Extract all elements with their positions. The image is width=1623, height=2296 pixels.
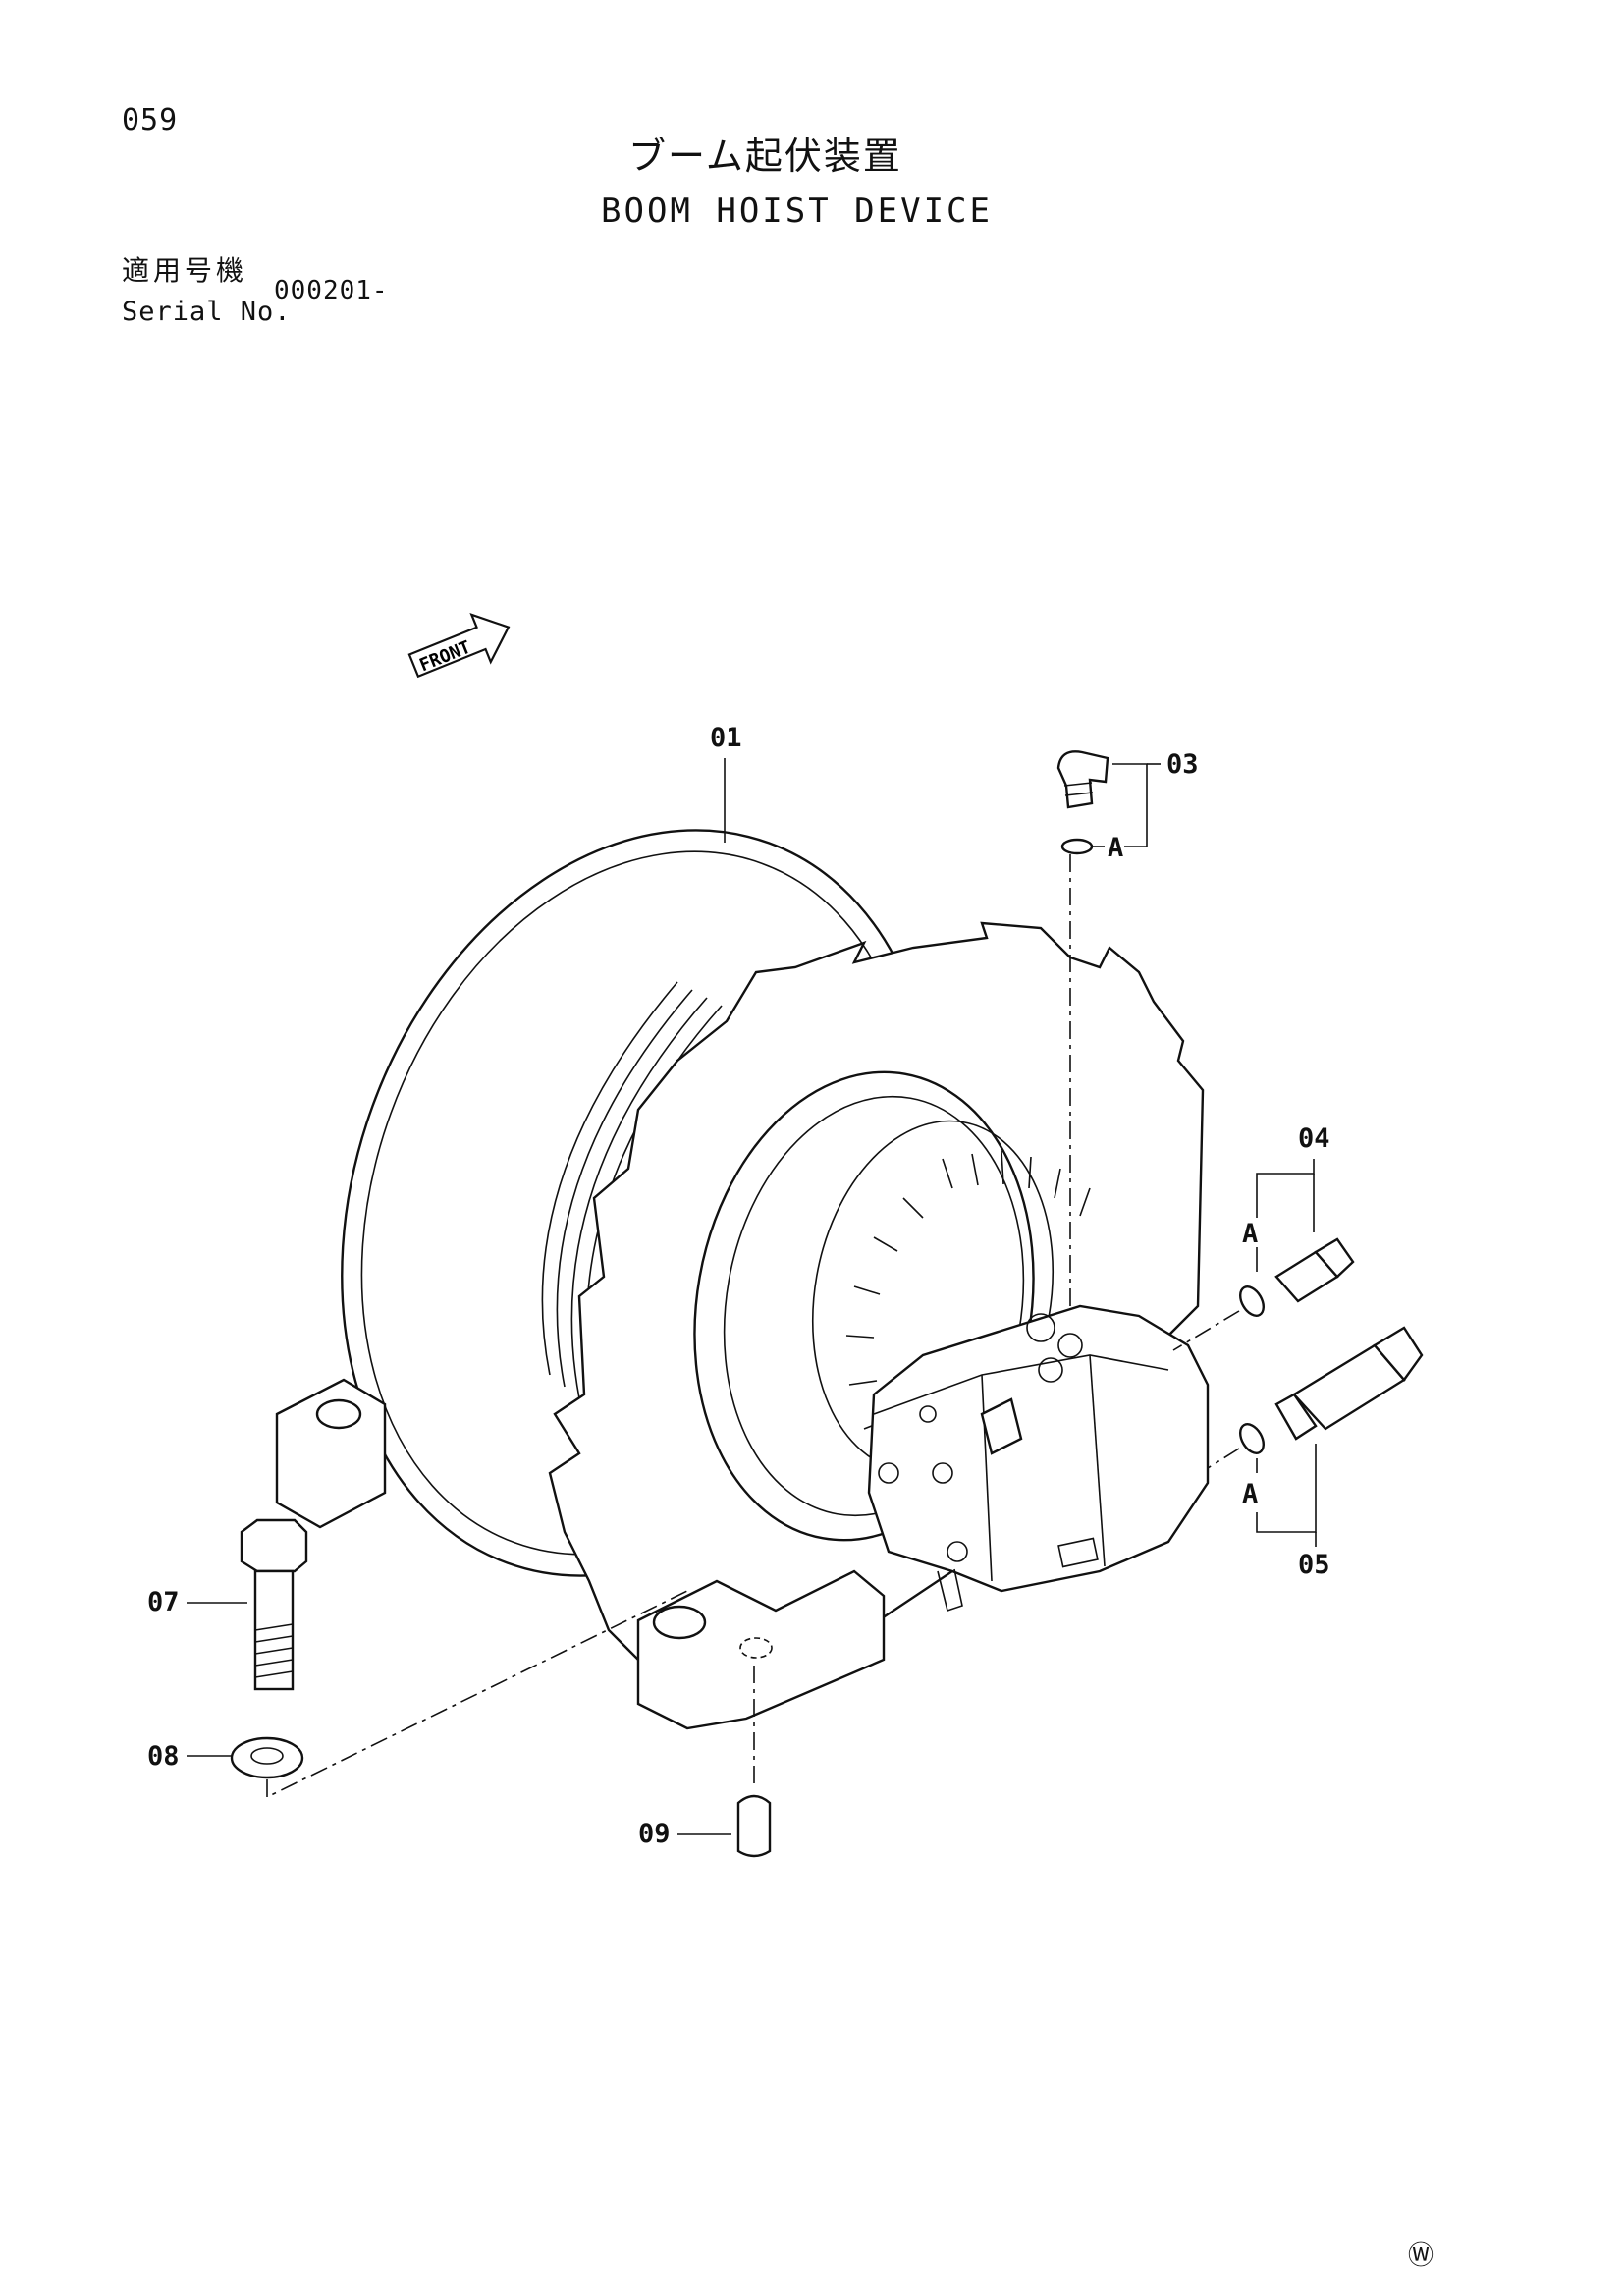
callout-label-08: 03 — [1166, 749, 1199, 780]
o-ring-part — [1060, 838, 1094, 855]
callout-03: 07 — [147, 1518, 308, 1691]
detail-ref-a-08: A — [1108, 833, 1123, 863]
front-arrow-icon: FRONT — [407, 612, 511, 679]
serial-label-japanese: 適用号機 — [122, 254, 248, 287]
o-ring-part — [1239, 1285, 1265, 1317]
front-label: FRONT — [416, 637, 473, 677]
callout-07: 04 A — [1172, 1123, 1355, 1351]
boom-hoist-drum — [275, 829, 1205, 1730]
page-number: 059 — [122, 103, 179, 137]
straight-adapter-part — [1274, 1237, 1355, 1303]
callout-09: A 05 — [1207, 1326, 1424, 1580]
callout-label-09: 05 — [1298, 1550, 1330, 1580]
corner-mark: Ⓦ — [1408, 2241, 1434, 2270]
page-title: BOOM HOIST DEVICE — [601, 191, 993, 231]
callout-08: 03 A — [1056, 749, 1199, 1306]
detail-ref-a-09: A — [1242, 1479, 1258, 1509]
serial-label: Serial No. — [122, 297, 292, 327]
bolt-part — [240, 1518, 308, 1691]
callout-label-05: 09 — [638, 1819, 671, 1849]
callout-04: 08 — [147, 1590, 688, 1799]
page-title-japanese: ブーム起伏装置 — [628, 135, 902, 178]
callout-label-07: 04 — [1298, 1123, 1330, 1154]
detail-ref-a-07: A — [1242, 1219, 1258, 1249]
hydraulic-motor-block — [867, 1304, 1210, 1613]
serial-number-value: 000201- — [274, 276, 389, 305]
long-adapter-part — [1274, 1326, 1424, 1441]
washer-part — [230, 1736, 304, 1779]
dowel-pin-part — [736, 1794, 772, 1858]
callout-label-03: 07 — [147, 1587, 180, 1617]
o-ring-part — [1239, 1423, 1265, 1454]
callout-01: 01 — [710, 723, 742, 843]
elbow-fitting-part — [1056, 750, 1109, 809]
callout-label-01: 01 — [710, 723, 742, 753]
callout-label-04: 08 — [147, 1741, 180, 1772]
callout-05: 09 — [638, 1666, 772, 1858]
